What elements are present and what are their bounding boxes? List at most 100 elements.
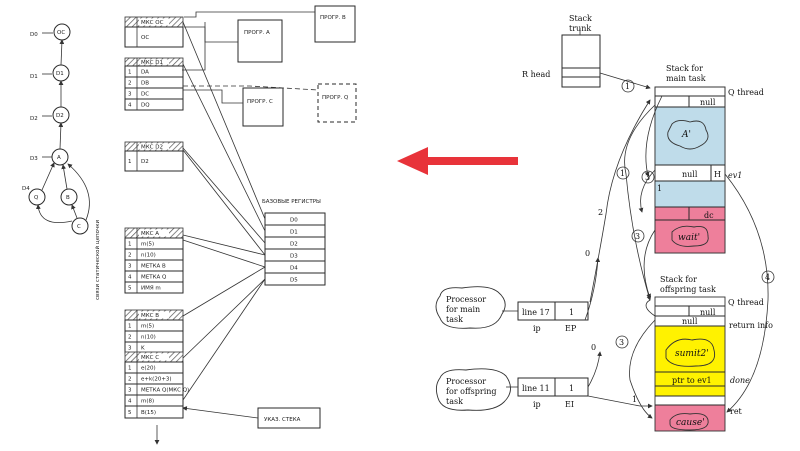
static-chain-tree: D0 D1 D2 D3 D4 OC D1 D2 A Q B C [22, 23, 90, 235]
block-d2-header-bg [139, 143, 169, 150]
block-d1-row-box [124, 87, 184, 100]
offspring-task-stack: Stack for offspring task Q thread null n… [654, 275, 773, 432]
block-c-row-label: МЕТКА Q(МКС Q) [141, 388, 189, 394]
main-wait-label: wait' [678, 233, 700, 243]
level-d4: D4 [22, 186, 30, 192]
block-oc-row-label: OC [141, 35, 149, 41]
main-frame-wait [655, 207, 725, 253]
register-link-line [182, 266, 266, 317]
circle-numbers: 1 1 3 3 3 4 2 0 0 1 1 [585, 79, 775, 404]
block-a-header-bg [139, 229, 169, 237]
main-frame-a [655, 107, 725, 165]
register-link-line [182, 234, 266, 256]
num-4: 4 [765, 273, 770, 282]
block-c-row-label: МКС C [141, 355, 159, 361]
main-frame-a-label: A' [681, 130, 691, 140]
block-a-row-label: n(10) [141, 253, 156, 259]
node-c: C [77, 224, 81, 230]
level-d3: D3 [30, 156, 38, 162]
block-c-row-label: e(20) [141, 366, 156, 372]
block-a-row-label: m(5) [141, 242, 154, 248]
main-ev1: ev1 [728, 171, 742, 180]
stack-trunk: Stack trunk R head [522, 14, 651, 90]
node-b: B [66, 195, 70, 201]
main-null-1: null [700, 98, 716, 107]
off-q-thread: Q thread [728, 298, 764, 307]
off-title-2: offspring task [660, 285, 716, 294]
row-number: 2 [128, 253, 132, 259]
red-arrow [397, 147, 518, 175]
proc-off-l2: for offspring [446, 387, 497, 396]
proc-main-ip-lbl: ip [533, 324, 541, 333]
block-b-row-label: n(10) [141, 335, 156, 341]
node-q: Q [34, 195, 39, 201]
right-connections [584, 95, 769, 419]
off-return-info: return info [729, 321, 773, 330]
block-d1-row-label: МКС D1 [141, 60, 163, 66]
regs-title: БАЗОВЫЕ РЕГИСТРЫ [262, 199, 321, 205]
register-link-line [182, 147, 266, 244]
block-b-header-bg [139, 311, 169, 319]
block-b-row-label: K [141, 346, 145, 352]
block-b-row-label: МКС B [141, 313, 159, 319]
block-d1-row-label: DB [141, 81, 149, 87]
prog-q-label: ПРОГР. Q [322, 95, 349, 101]
register-link-line [182, 21, 266, 220]
row-number: 1 [128, 70, 132, 76]
num-3c: 3 [619, 338, 624, 347]
node-d2: D2 [56, 113, 64, 119]
off-null-2: null [682, 317, 698, 326]
block-a-row-label: МЕТКА Q [141, 275, 167, 281]
register-label: D4 [290, 266, 298, 272]
row-number: 1 [128, 242, 132, 248]
num-3b: 3 [635, 232, 640, 241]
r-head-label: R head [522, 70, 550, 79]
off-done: done [730, 376, 750, 385]
register-label: D2 [290, 242, 298, 248]
main-task-stack: Stack for main task Q thread null A' nul… [654, 64, 764, 254]
block-oc-header-bg [139, 18, 169, 26]
block-d1-row-label: DA [141, 70, 149, 76]
block-d2-row-box [124, 150, 184, 172]
num-0a: 0 [585, 249, 590, 258]
num-0b: 0 [591, 343, 596, 352]
row-number: 4 [128, 103, 132, 109]
prog-a-label: ПРОГР. A [244, 30, 270, 36]
block-c-row-label: m(8) [141, 399, 154, 405]
register-link-line [182, 278, 266, 359]
block-a-row-label: МЕТКА B [141, 264, 166, 270]
proc-main-l2: for main [446, 305, 480, 314]
off-ret: ret [730, 407, 743, 416]
num-1d: 1 [632, 395, 637, 404]
off-frame-sumit [655, 326, 725, 396]
off-title-1: Stack for [660, 275, 697, 284]
num-1e: 1 [657, 184, 662, 193]
level-d0: D0 [30, 32, 38, 38]
register-links [182, 21, 266, 401]
level-d2: D2 [30, 116, 38, 122]
block-c-row-label: e+k(20+3) [141, 377, 172, 383]
register-label: D3 [290, 254, 298, 260]
block-b-row-box [124, 341, 184, 354]
block-oc-row-box [124, 26, 184, 48]
num-1c: 2 [598, 208, 603, 217]
block-a-row-box [124, 281, 184, 294]
register-link-line [182, 149, 266, 256]
num-1a: 1 [625, 82, 630, 91]
block-c-header-bg [139, 353, 169, 361]
main-q-thread: Q thread [728, 88, 764, 97]
row-number: 3 [128, 92, 132, 98]
num-1b: 1 [620, 169, 625, 178]
register-label: D5 [290, 278, 298, 284]
main-h: H [714, 170, 721, 179]
node-d1: D1 [56, 71, 64, 77]
block-d1-row-box [124, 98, 184, 111]
row-number: 3 [128, 388, 132, 394]
proc-main-ep: 1 [569, 308, 574, 317]
register-link-line [182, 278, 266, 401]
block-d1-row-label: DQ [141, 103, 150, 109]
row-number: 5 [128, 410, 132, 416]
